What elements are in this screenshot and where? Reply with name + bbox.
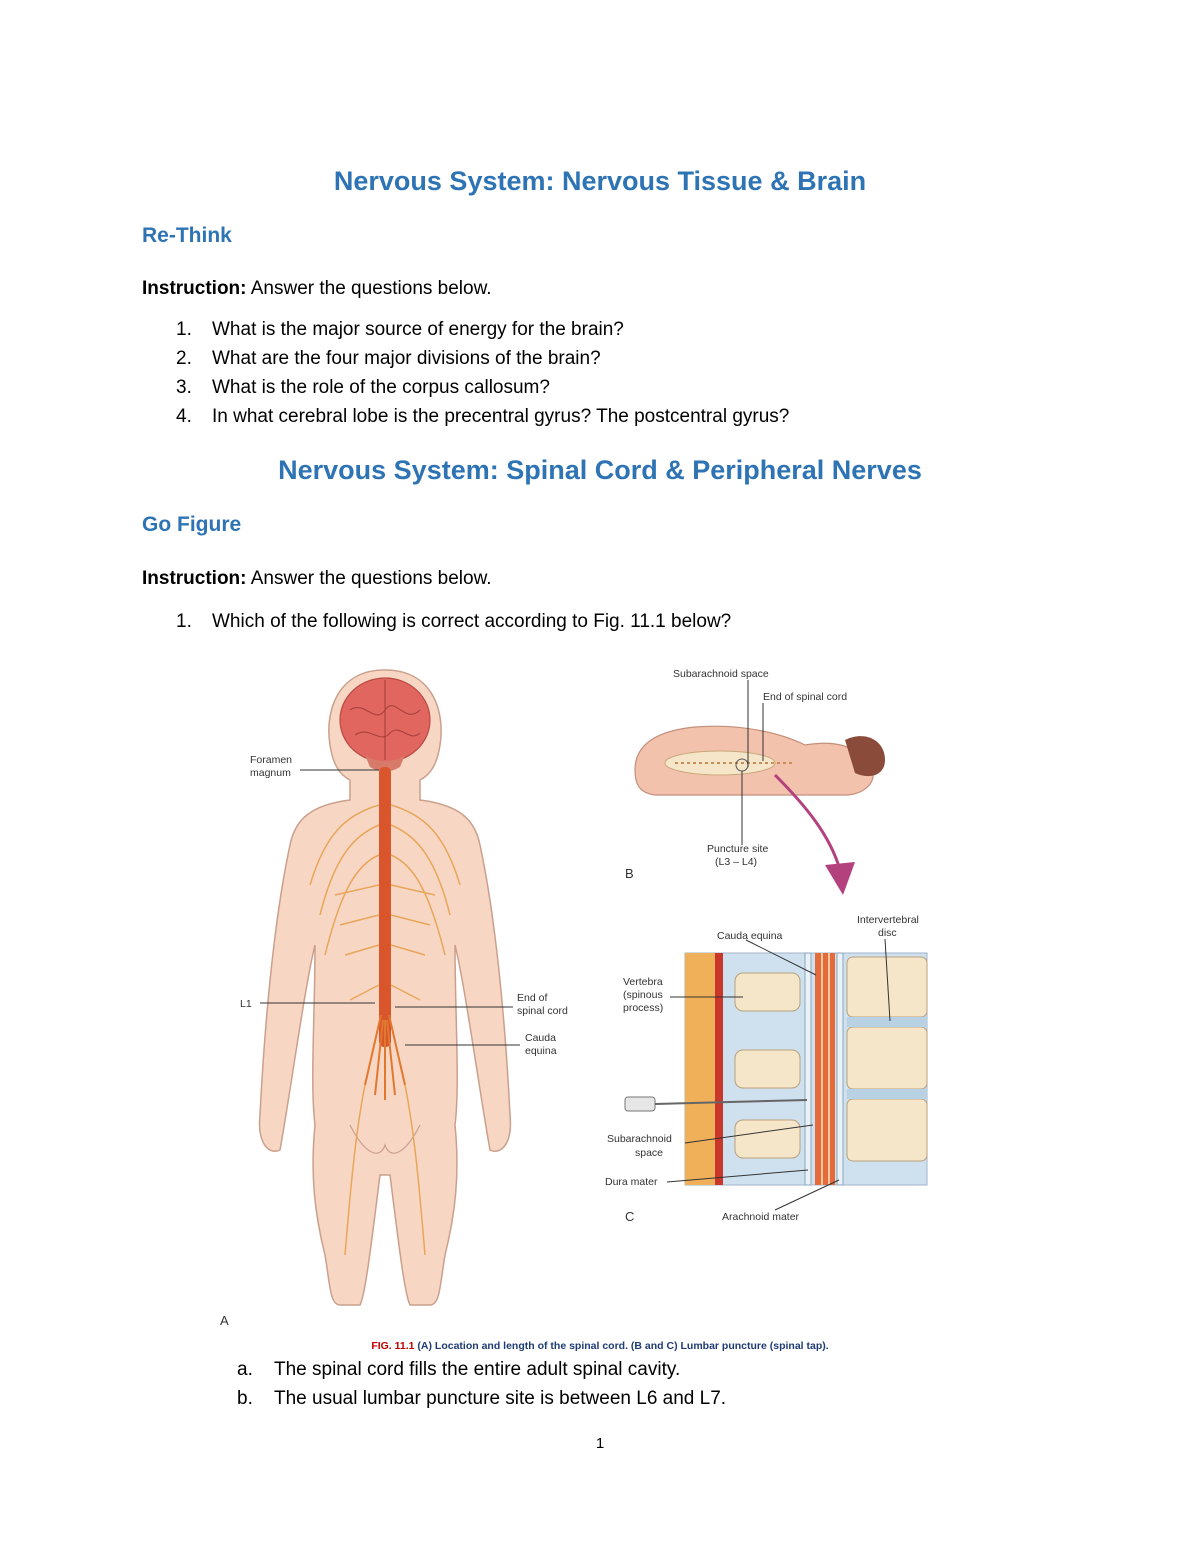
spinal-cord bbox=[379, 767, 391, 1047]
label-disc-2: disc bbox=[878, 927, 897, 939]
list-item: 4. In what cerebral lobe is the precentra… bbox=[142, 402, 789, 431]
fat-layer bbox=[685, 953, 715, 1185]
answer-text: The spinal cord fills the entire adult s… bbox=[274, 1359, 681, 1380]
instruction-text: Answer the questions below. bbox=[246, 278, 492, 299]
question-number: 1. bbox=[176, 611, 192, 632]
label-disc-1: Intervertebral bbox=[857, 914, 919, 926]
arrow-head bbox=[825, 862, 855, 895]
section1-title: Nervous System: Nervous Tissue & Brain bbox=[333, 166, 867, 196]
cauda-strand-1 bbox=[821, 953, 823, 1185]
dura-layer bbox=[804, 952, 812, 1186]
vertebral-body-3 bbox=[846, 1098, 928, 1162]
patient-hair bbox=[845, 736, 885, 777]
label-end-cord-b: End of spinal cord bbox=[763, 691, 847, 703]
answer-text: The usual lumbar puncture site is betwee… bbox=[274, 1388, 727, 1409]
label-foramen-2: magnum bbox=[250, 767, 291, 779]
label-foramen-1: Foramen bbox=[250, 754, 292, 766]
label-puncture-1: Puncture site bbox=[707, 843, 768, 855]
arrow-shaft bbox=[773, 773, 842, 871]
figure-illustration: Foramen magnum L1 End of spinal cord Cau… bbox=[220, 668, 928, 1328]
label-vertebra-3: process) bbox=[623, 1002, 663, 1014]
label-dura: Dura mater bbox=[605, 1176, 658, 1188]
spinal-cord-figure: Foramen magnum L1 End of spinal cord Cau… bbox=[215, 655, 935, 1355]
caption-figure-number: FIG. 11.1 bbox=[371, 1340, 415, 1352]
label-subarach-c-2: space bbox=[635, 1147, 663, 1159]
instruction-label: Instruction: bbox=[142, 568, 247, 589]
muscle-layer bbox=[715, 953, 723, 1185]
arachnoid-layer bbox=[836, 952, 844, 1186]
question-number: 3. bbox=[176, 377, 192, 398]
page-number: 1 bbox=[595, 1435, 605, 1452]
label-end-cord-1: End of bbox=[517, 992, 547, 1004]
list-item: 1. What is the major source of energy for… bbox=[142, 315, 789, 344]
instruction-text: Answer the questions below. bbox=[246, 568, 492, 589]
peripheral-nerves bbox=[309, 804, 461, 1256]
instruction-label: Instruction: bbox=[142, 278, 247, 299]
spinous-process-3 bbox=[734, 1119, 801, 1159]
question-number: 1. bbox=[176, 319, 192, 340]
vertebral-body-2 bbox=[846, 1026, 928, 1090]
label-panel-c: C bbox=[625, 1209, 634, 1224]
panel-b-patient bbox=[634, 680, 885, 895]
label-puncture-2: (L3 – L4) bbox=[715, 856, 757, 868]
caption-text: (A) Location and length of the spinal co… bbox=[414, 1340, 829, 1352]
intervertebral-disc-2 bbox=[847, 1089, 927, 1099]
label-vertebra-2: (spinous bbox=[623, 989, 663, 1001]
arachnoid-leader-line bbox=[774, 1179, 840, 1211]
disc-leader-line bbox=[884, 938, 891, 1022]
label-l1: L1 bbox=[240, 998, 252, 1010]
list-item: b. The usual lumbar puncture site is betw… bbox=[142, 1384, 726, 1413]
cauda-equina-nerves bbox=[364, 1014, 406, 1100]
section2-title: Nervous System: Spinal Cord & Peripheral… bbox=[278, 455, 922, 485]
answer-letter: b. bbox=[237, 1388, 253, 1409]
label-arachnoid: Arachnoid mater bbox=[722, 1211, 800, 1223]
question-text: What is the major source of energy for t… bbox=[212, 319, 624, 340]
section2-subheading: Go Figure bbox=[142, 513, 242, 536]
cauda-c-leader-line bbox=[745, 939, 817, 976]
intervertebral-disc-1 bbox=[847, 1017, 927, 1027]
cauda-strand-2 bbox=[828, 953, 830, 1185]
brainstem bbox=[365, 755, 405, 772]
figure-caption: FIG. 11.1 (A) Location and length of the… bbox=[0, 1340, 1200, 1352]
section1-question-list: 1. What is the major source of energy for… bbox=[142, 315, 789, 431]
question-number: 2. bbox=[176, 348, 192, 369]
label-cauda-1: Cauda bbox=[525, 1032, 556, 1044]
question-number: 4. bbox=[176, 406, 192, 427]
panel-c-section bbox=[624, 938, 928, 1211]
section2-question-list: 1. Which of the following is correct acco… bbox=[142, 607, 731, 636]
dura-leader-line bbox=[666, 1169, 809, 1183]
label-subarachnoid-b: Subarachnoid space bbox=[673, 668, 769, 680]
list-item: a. The spinal cord fills the entire adult… bbox=[142, 1355, 726, 1384]
panel-a-body bbox=[258, 669, 520, 1306]
section1-instruction: Instruction: Answer the questions below. bbox=[142, 278, 492, 300]
answer-letter: a. bbox=[237, 1359, 253, 1380]
list-item: 2. What are the four major divisions of t… bbox=[142, 344, 789, 373]
needle-shaft bbox=[654, 1099, 808, 1105]
label-cauda-c: Cauda equina bbox=[717, 930, 783, 942]
label-panel-a: A bbox=[220, 1313, 229, 1328]
needle-hub bbox=[624, 1096, 656, 1112]
buttocks-outline bbox=[349, 1124, 421, 1154]
question-text: What are the four major divisions of the… bbox=[212, 348, 601, 369]
label-cauda-2: equina bbox=[525, 1045, 557, 1057]
question-text: What is the role of the corpus callosum? bbox=[212, 377, 550, 398]
spinous-process-2 bbox=[734, 1049, 801, 1089]
label-subarach-c-1: Subarachnoid bbox=[607, 1133, 672, 1145]
cauda-layer bbox=[815, 953, 835, 1185]
label-panel-b: B bbox=[625, 866, 634, 881]
answer-options-list: a. The spinal cord fills the entire adult… bbox=[142, 1355, 726, 1413]
section1-subheading: Re-Think bbox=[142, 224, 232, 247]
label-vertebra-1: Vertebra bbox=[623, 976, 663, 988]
question-text: In what cerebral lobe is the precentral … bbox=[212, 406, 790, 427]
question-text: Which of the following is correct accord… bbox=[212, 611, 732, 632]
subarachnoid-c-leader-line bbox=[684, 1124, 814, 1144]
section2-instruction: Instruction: Answer the questions below. bbox=[142, 568, 492, 590]
brain-folds bbox=[349, 680, 421, 760]
spinous-process-1 bbox=[734, 972, 801, 1012]
label-end-cord-2: spinal cord bbox=[517, 1005, 568, 1017]
list-item: 1. Which of the following is correct acco… bbox=[142, 607, 731, 636]
list-item: 3. What is the role of the corpus callosu… bbox=[142, 373, 789, 402]
